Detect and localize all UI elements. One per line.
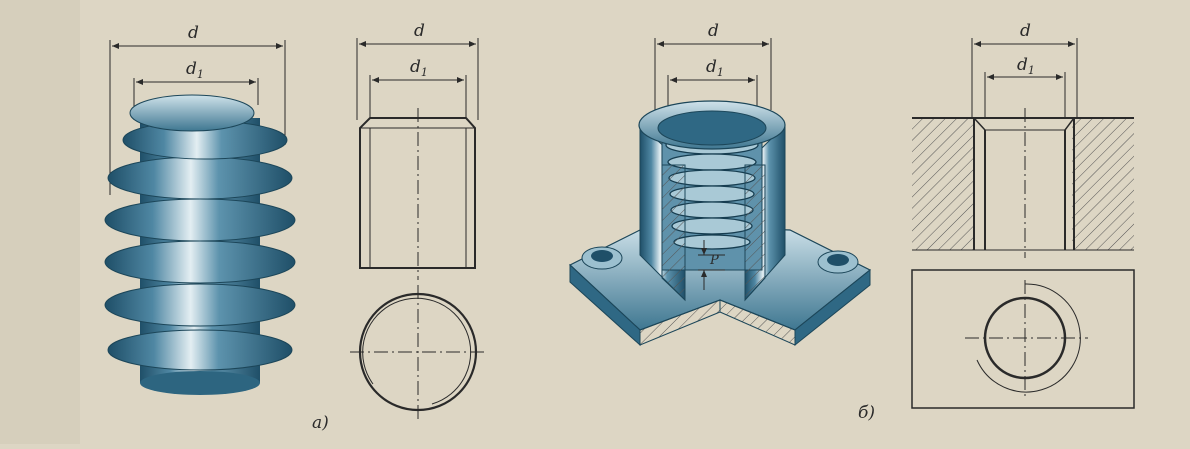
dim-label-d-section: d (1020, 21, 1031, 41)
rod-top-face (129, 94, 255, 132)
dim-label-d-front: d (414, 21, 425, 41)
caption-a: a) (312, 413, 329, 433)
rod-end-view (350, 285, 486, 420)
dim-label-d: d (188, 23, 199, 43)
dim-label-d1-section: d1 (1017, 55, 1035, 77)
rod-thread-turns (104, 120, 296, 371)
dim-label-d1: d1 (186, 59, 204, 81)
rod-front-view (356, 38, 479, 280)
dimension-d-rod (109, 40, 286, 195)
threaded-rod-3d: d d1 (104, 23, 296, 395)
hole-section-view: d d1 (912, 21, 1134, 258)
dim-label-d1-hole3d: d1 (706, 57, 724, 79)
hole-top-view (911, 269, 1135, 409)
dim-label-d1-front: d1 (410, 57, 428, 79)
pitch-label: P (709, 253, 719, 268)
dim-label-d-hole3d: d (708, 21, 719, 41)
threaded-hole-3d-section: d d1 (568, 21, 872, 347)
caption-b: б) (858, 403, 875, 423)
